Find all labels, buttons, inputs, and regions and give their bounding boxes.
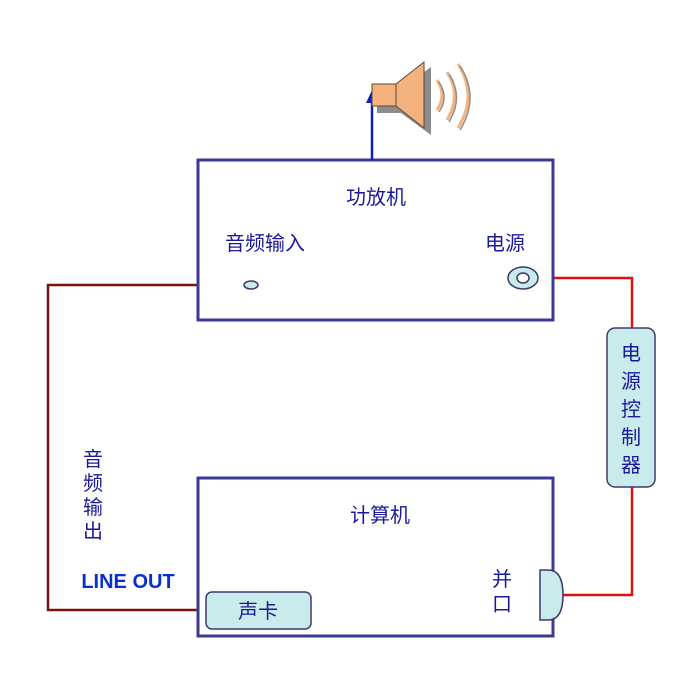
power-controller-char-4: 制 bbox=[621, 425, 641, 449]
audio-output-char-1: 音 bbox=[83, 447, 103, 471]
power-controller-char-2: 源 bbox=[621, 369, 641, 393]
audio-output-char-4: 出 bbox=[83, 519, 103, 543]
power-controller-char-5: 器 bbox=[621, 453, 641, 477]
audio-jack-icon bbox=[243, 280, 259, 290]
audio-output-char-2: 频 bbox=[83, 471, 103, 495]
parallel-port-connector bbox=[539, 569, 564, 621]
parallel-port-label-2: 口 bbox=[492, 592, 512, 616]
power-controller bbox=[606, 327, 656, 488]
sound-card-label: 声卡 bbox=[238, 599, 278, 623]
audio-output-char-3: 输 bbox=[83, 495, 103, 519]
power-wire-bottom bbox=[560, 485, 634, 597]
speaker-icon bbox=[371, 60, 471, 135]
parallel-port-label-1: 并 bbox=[492, 567, 512, 591]
power-controller-char-3: 控 bbox=[621, 397, 641, 421]
sound-card bbox=[205, 591, 312, 630]
power-wire-top bbox=[538, 276, 634, 330]
power-controller-char-1: 电 bbox=[621, 341, 641, 365]
computer-title: 计算机 bbox=[350, 503, 410, 527]
power-label: 电源 bbox=[485, 231, 525, 255]
amplifier-box bbox=[196, 158, 555, 322]
audio-wire bbox=[46, 283, 245, 612]
audio-input-label: 音频输入 bbox=[225, 231, 305, 255]
line-out-label: LINE OUT bbox=[81, 571, 174, 593]
power-socket-icon bbox=[507, 266, 539, 290]
amplifier-title: 功放机 bbox=[346, 185, 406, 209]
